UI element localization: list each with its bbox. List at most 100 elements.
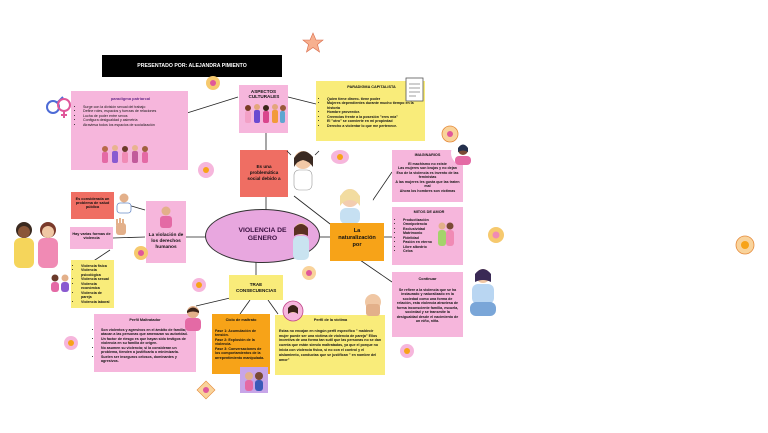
patriarchal-item: Configura desigualdad y asimetría <box>83 118 184 122</box>
capitalist-item: Creencias frente a la posesión "eres mía… <box>327 115 422 119</box>
love-myths-box: MITOS DE AMOR Productización Omnipotenci… <box>392 207 463 265</box>
love-myth-item: Fidelidad <box>403 236 461 240</box>
cycle-phase: Fase 1: Acumulación de tensión. <box>215 328 257 338</box>
flower-decoration-icon <box>302 266 316 280</box>
violence-form-item: Violencia laboral <box>81 300 112 304</box>
protest-illustration <box>160 206 172 228</box>
flower-decoration-icon <box>64 336 78 350</box>
patriarchal-item: Lucha de poder entre sexos <box>83 114 184 118</box>
flower-decoration-icon <box>488 227 504 243</box>
violence-forms-box: Violencia física Violencia psicológica V… <box>71 260 114 308</box>
aggressor-item: No asumen su violencia; si la consideran… <box>101 346 193 355</box>
rights-violation-label: La violación de los derechos humanos <box>148 233 184 250</box>
imaginaries-line: Ahora los hombres son víctimas <box>399 188 456 193</box>
distressed-woman-illustration <box>286 150 320 191</box>
problematic-label: Es una problemática social debido a <box>247 164 281 181</box>
love-myth-item: Exclusividad <box>403 227 461 231</box>
violence-form-item: Violencia psicológica <box>81 268 112 277</box>
patriarchal-title: paradigma patriarcal <box>110 96 151 101</box>
people-illustration <box>102 145 148 163</box>
imaginaries-title: IMAGINARIOS <box>414 153 441 157</box>
imaginaries-line: Las mujeres son brujas y no dejan <box>398 166 457 171</box>
connector <box>267 299 279 315</box>
stop-hand-icon <box>116 218 126 235</box>
continue-title: Continuar <box>418 277 437 281</box>
aggressor-item: Suelen ser inseguros celosos, dominantes… <box>101 355 193 364</box>
hand-illustration <box>365 294 381 316</box>
doctor-icon <box>116 193 132 214</box>
victim-profile-box: Perfil de la víctima Estas no encajan en… <box>275 315 385 375</box>
imaginaries-line: Eso de la violencia es invento de las fe… <box>396 170 459 180</box>
love-myth-item: Productización <box>403 218 461 222</box>
love-myth-item: Libre albedrío <box>403 245 461 249</box>
love-myth-item: Matrimonio <box>403 231 461 235</box>
connector <box>287 96 317 105</box>
imaginaries-box: IMAGINARIOS El machismo no existe Las mu… <box>392 150 463 202</box>
arguing-couple-illustration <box>240 367 268 393</box>
public-health-label: Es considerada un problema de salud públ… <box>75 197 110 209</box>
couple-illustration <box>438 222 454 246</box>
violence-form-item: Violencia sexual <box>81 277 112 281</box>
flower-decoration-icon <box>134 246 148 260</box>
abuse-cycle-title: Ciclo de maltrato <box>225 318 257 322</box>
sun-decoration-icon <box>735 235 755 255</box>
imaginaries-line: A las mujeres les gusta que las traten m… <box>395 179 460 189</box>
flower-decoration-icon <box>206 76 220 90</box>
naturalization-label: La naturalización por <box>338 228 376 248</box>
group-illustration <box>51 274 69 292</box>
cultural-aspects-label: ASPECTOS CULTURALES <box>248 89 280 99</box>
sad-woman-illustration <box>327 179 373 225</box>
connector <box>293 195 335 228</box>
center-title: VIOLENCIA DE GENERO <box>238 227 287 243</box>
diamond-decoration-icon <box>196 380 216 400</box>
abuse-cycle-box: Ciclo de maltrato Fase 1: Acumulación de… <box>212 314 270 374</box>
public-health-box: Es considerada un problema de salud públ… <box>71 192 114 219</box>
many-forms-box: Hay varias formas de violencia <box>70 227 113 249</box>
star-decoration-icon <box>302 32 324 53</box>
sun-decoration-icon <box>441 125 459 143</box>
connector <box>359 259 393 283</box>
patriarchal-item: Atraviesa todos los espacios de socializ… <box>83 123 184 127</box>
flower-decoration-icon <box>192 278 206 292</box>
capitalist-item: Mujeres dependientes durante mucho tiemp… <box>327 101 422 110</box>
love-myth-item: Celos <box>403 249 461 253</box>
violence-form-item: Violencia física <box>81 264 112 268</box>
many-forms-label: Hay varias formas de violencia <box>72 232 111 240</box>
capitalist-item: Quien tiene dinero- tiene poder <box>327 97 422 101</box>
flower-decoration-icon <box>331 150 349 164</box>
aggressor-item: Son violentos y agresivos en el ámbito d… <box>101 328 193 337</box>
imaginaries-line: El machismo no existe <box>408 161 447 166</box>
capitalist-item: Derecho a violentar lo que me pertenece. <box>327 124 422 128</box>
love-myths-title: MITOS DE AMOR <box>413 210 445 214</box>
patriarchal-item: Surge con la división sexual del trabajo <box>83 105 184 109</box>
connector <box>186 96 239 114</box>
aggressor-item: Un factor de riesgo es que hayan sido te… <box>101 337 193 346</box>
violence-form-item: Violencia de pareja <box>81 291 112 300</box>
gender-symbols-icon <box>46 96 71 118</box>
violence-form-item: Violencia económica <box>81 282 112 291</box>
flower-decoration-icon <box>400 344 414 358</box>
consequences-box: TRAE CONSECUENCIAS <box>229 275 283 300</box>
aggressor-profile-title: Perfil Maltratador <box>129 318 161 322</box>
woman-avatar-illustration <box>451 141 475 165</box>
aggressor-profile-box: Perfil Maltratador Son violentos y agres… <box>94 314 196 372</box>
patriarchal-paradigm-box: paradigma patriarcal Surge con la divisi… <box>71 91 188 170</box>
connector <box>239 299 251 315</box>
continue-text: Se refiere a la violencia que se ha inst… <box>396 287 459 324</box>
flower-decoration-icon <box>198 162 214 178</box>
love-myth-item: Omnipotencia <box>403 222 461 226</box>
naturalization-box: La naturalización por <box>330 223 384 261</box>
presenter-banner: PRESENTADO POR: ALEJANDRA PIMIENTO <box>102 55 282 77</box>
problematic-box: Es una problemática social debido a <box>240 150 288 197</box>
capitalist-item: Hombre proveedor. <box>327 110 422 114</box>
connector <box>112 236 146 239</box>
angry-man-illustration <box>185 306 201 331</box>
woman-portrait-illustration <box>282 300 304 322</box>
continue-box: Continuar Se refiere a la violencia que … <box>392 272 463 337</box>
sitting-woman-illustration <box>470 269 496 316</box>
presenter-text: PRESENTADO POR: ALEJANDRA PIMIENTO <box>137 63 247 69</box>
rights-violation-box: La violación de los derechos humanos <box>146 201 186 263</box>
victim-profile-title: Perfil de la víctima <box>313 318 348 322</box>
cultural-aspects-box: ASPECTOS CULTURALES <box>239 85 288 133</box>
patriarchal-item: Define roles, espacios y fuerzas de rela… <box>83 109 184 113</box>
